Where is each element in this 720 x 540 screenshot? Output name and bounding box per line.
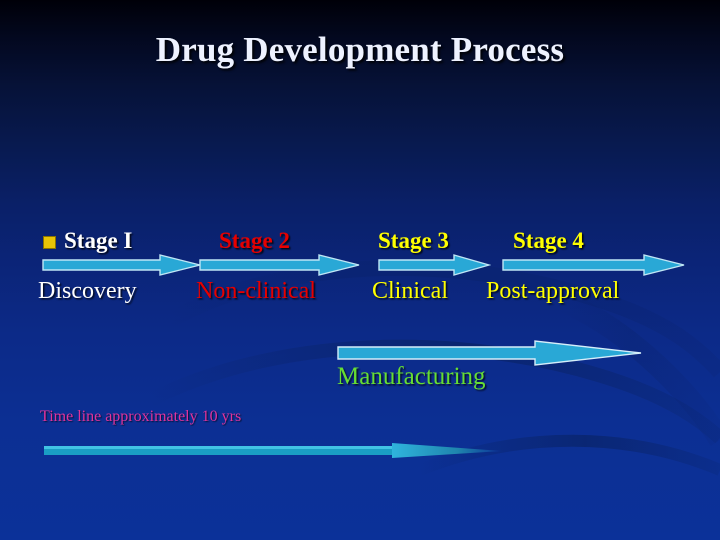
stage-1-subtitle: Discovery <box>38 278 137 304</box>
stage-4-title: Stage 4 <box>513 228 584 253</box>
stage-2-arrow-icon <box>199 254 360 276</box>
stage-3-title: Stage 3 <box>378 228 449 253</box>
stage-4-subtitle: Post-approval <box>486 278 620 304</box>
square-bullet-icon <box>43 236 56 249</box>
manufacturing-label: Manufacturing <box>337 363 486 390</box>
stage-2-title: Stage 2 <box>219 228 290 253</box>
stage-3-arrow-icon <box>378 254 491 276</box>
manufacturing-arrow-icon <box>337 340 642 366</box>
stage-2-subtitle: Non-clinical <box>196 278 316 304</box>
stage-1-arrow-icon <box>42 254 201 276</box>
stage-3-subtitle: Clinical <box>372 278 448 304</box>
page-title: Drug Development Process <box>155 30 565 69</box>
timeline-arrow-icon <box>44 443 502 458</box>
timeline-label: Time line approximately 10 yrs <box>40 408 242 425</box>
stage-4-arrow-icon <box>502 254 685 276</box>
stage-1-title: Stage I <box>64 228 133 253</box>
